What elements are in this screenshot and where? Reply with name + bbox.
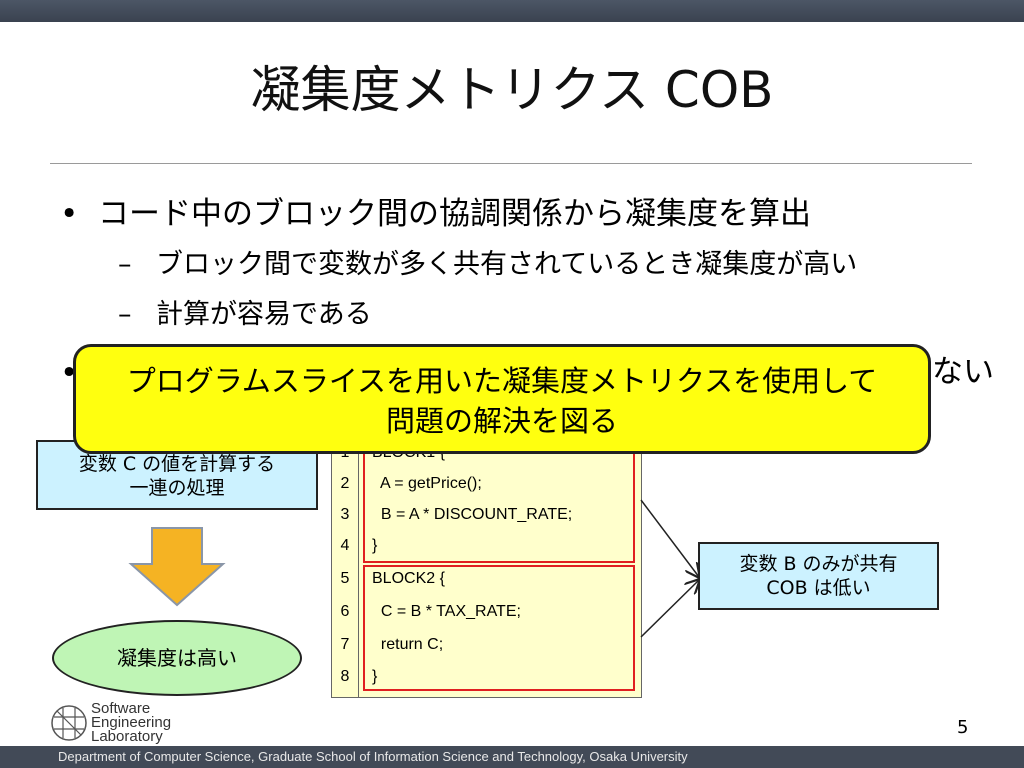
cob-result-line1: 変数 B のみが共有 bbox=[739, 553, 898, 575]
code-listing: 1 2 3 4 5 6 7 8 BLOCK1 { A = getPrice();… bbox=[331, 440, 642, 698]
code-line: } bbox=[372, 537, 378, 554]
down-arrow-icon bbox=[128, 527, 226, 607]
title-divider bbox=[50, 163, 972, 164]
arrow-block2-to-note bbox=[640, 580, 699, 638]
callout-box: プログラムスライスを用いた凝集度メトリクスを使用して 問題の解決を図る bbox=[73, 344, 931, 454]
callout-line2: 問題の解決を図る bbox=[385, 404, 618, 438]
code-line: A = getPrice(); bbox=[372, 475, 482, 492]
block2-frame bbox=[363, 565, 635, 691]
bullet-text: コード中のブロック間の協調関係から凝集度を算出 bbox=[98, 196, 811, 232]
code-line: BLOCK2 { bbox=[372, 570, 445, 587]
code-line: } bbox=[372, 668, 378, 685]
footer-bar: Department of Computer Science, Graduate… bbox=[0, 746, 1024, 768]
logo-line: Laboratory bbox=[91, 728, 163, 745]
lab-logo-text: Software Engineering Laboratory bbox=[91, 700, 172, 745]
bullet-mark: • bbox=[60, 196, 79, 232]
logo-line: Software bbox=[91, 700, 151, 717]
process-description-line2: 一連の処理 bbox=[129, 477, 225, 499]
sub-bullet-text: 計算が容易である bbox=[156, 299, 372, 330]
slide-title: 凝集度メトリクス COB bbox=[250, 61, 774, 119]
code-line: return C; bbox=[372, 636, 444, 653]
arrow-block1-to-note bbox=[640, 499, 699, 577]
top-bar bbox=[0, 0, 1024, 22]
sub-bullet-mark: – bbox=[118, 299, 132, 330]
lab-logo-icon bbox=[51, 705, 87, 741]
footer-text: Department of Computer Science, Graduate… bbox=[58, 749, 688, 764]
sub-bullet-text: ブロック間で変数が多く共有されているとき凝集度が高い bbox=[156, 249, 858, 280]
logo-line: Engineering bbox=[91, 714, 172, 731]
line-number: 2 bbox=[340, 475, 350, 492]
line-number-gutter bbox=[332, 441, 359, 697]
line-number: 7 bbox=[340, 636, 350, 653]
line-number: 3 bbox=[340, 506, 350, 523]
code-line: C = B * TAX_RATE; bbox=[372, 603, 521, 620]
process-description-line1: 変数 C の値を計算する bbox=[78, 453, 276, 475]
code-line: B = A * DISCOUNT_RATE; bbox=[372, 506, 573, 523]
page-number: 5 bbox=[957, 717, 969, 738]
cob-result-line2: COB は低い bbox=[766, 577, 871, 599]
line-number: 4 bbox=[340, 537, 350, 554]
footer-divider bbox=[0, 745, 1024, 746]
callout-line1: プログラムスライスを用いた凝集度メトリクスを使用して bbox=[126, 364, 878, 398]
cohesion-high-ellipse: 凝集度は高い bbox=[52, 620, 302, 696]
line-number: 5 bbox=[340, 570, 350, 587]
sub-bullet-mark: – bbox=[118, 249, 132, 280]
line-number: 8 bbox=[340, 668, 350, 685]
line-number: 6 bbox=[340, 603, 350, 620]
bullet-2-tail: ない bbox=[932, 354, 994, 390]
cob-result-box: 変数 B のみが共有 COB は低い bbox=[698, 542, 939, 610]
